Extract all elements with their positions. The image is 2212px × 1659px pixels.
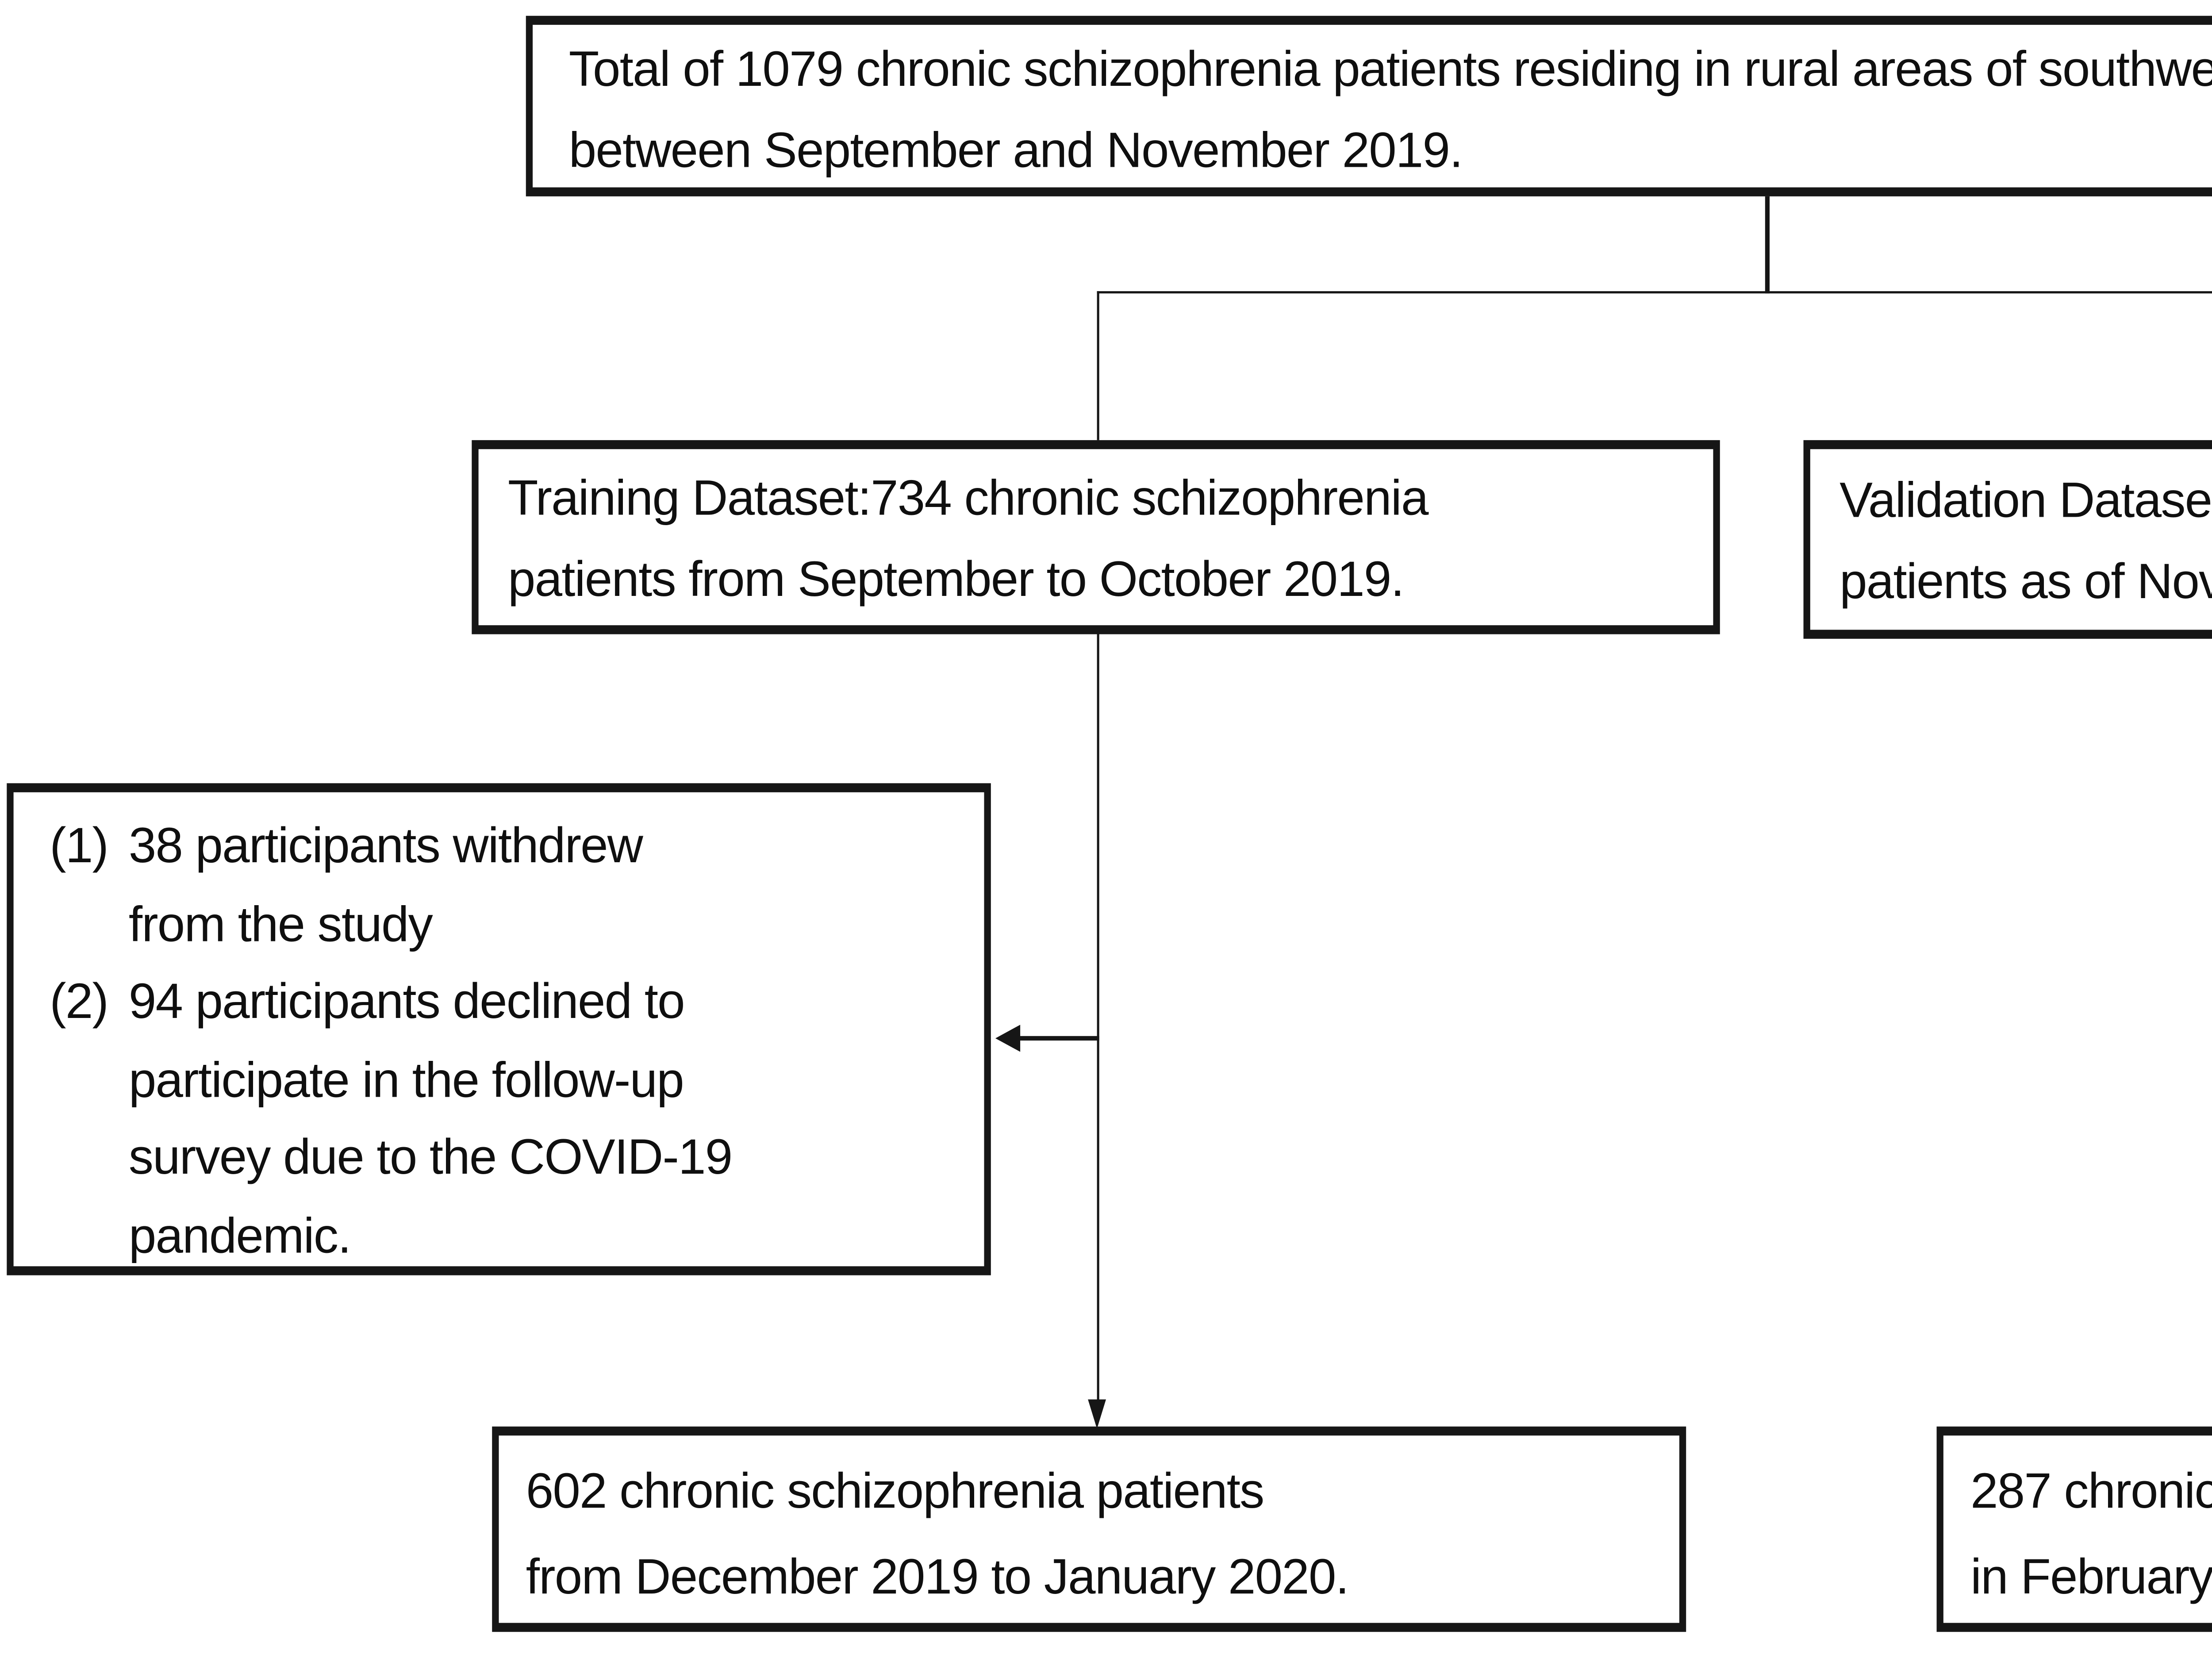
connector-total-stem — [1766, 196, 1770, 292]
arrowhead-training-down-icon — [1087, 1399, 1105, 1429]
connector-training-down-line — [1096, 632, 1100, 1402]
box-validation-final: 287 chronic schizophrenia patientsin Feb… — [1936, 1426, 2212, 1632]
box-total-text: Total of 1079 chronic schizophrenia pati… — [568, 40, 2212, 179]
arrowhead-left-exclusion-icon — [994, 1025, 1019, 1052]
connector-branch-left-stem — [1096, 290, 1100, 442]
box-validation-final-text: 287 chronic schizophrenia patientsin Feb… — [1970, 1463, 2212, 1605]
box-training-dataset: Training Dataset:734 chronic schizophren… — [472, 440, 1720, 634]
box-validation-dataset: Validation Dataset: 345 chronic schizoph… — [1803, 440, 2212, 639]
exclusion-item-number: (1) — [50, 817, 109, 874]
connector-branch-horizontal — [1096, 290, 2212, 294]
connector-left-exclusion-line — [1018, 1037, 1098, 1041]
box-total-patients: Total of 1079 chronic schizophrenia pati… — [526, 15, 2212, 196]
box-validation-text: Validation Dataset: 345 chronic schizoph… — [1839, 472, 2212, 610]
exclusion-item-number: (2) — [50, 972, 109, 1029]
box-training-text: Training Dataset:734 chronic schizophren… — [507, 469, 1429, 607]
